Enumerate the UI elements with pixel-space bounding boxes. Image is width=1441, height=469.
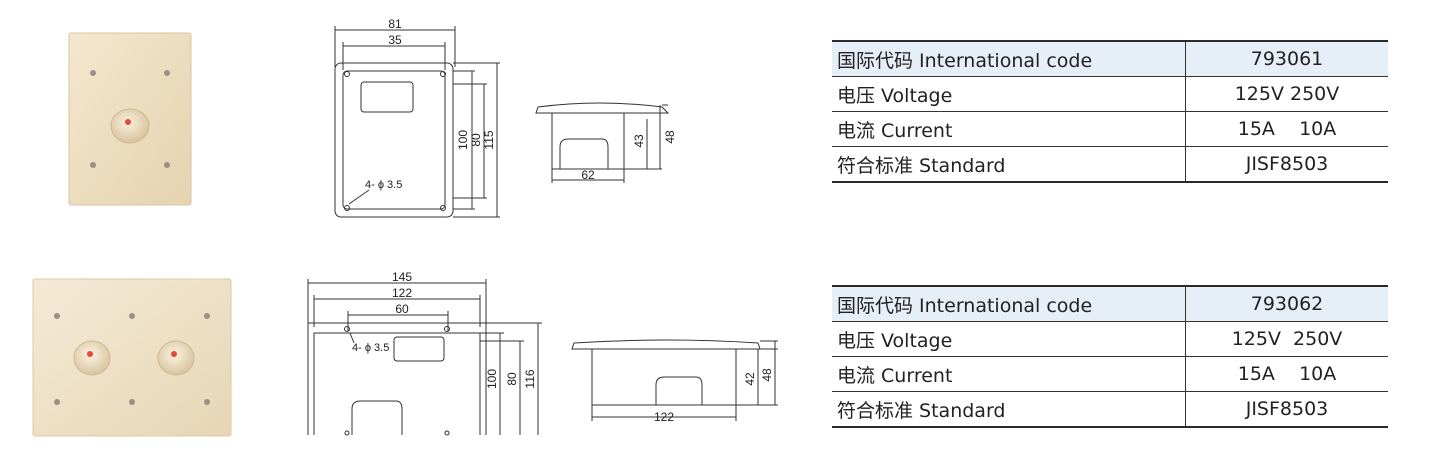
- holes-label: 4- ϕ 3.5: [352, 342, 389, 354]
- spec-label: 符合标准 Standard: [832, 391, 1186, 428]
- spec-value: 793061: [1185, 40, 1388, 77]
- dim-hole-span-label: 60: [395, 302, 409, 316]
- spec-table-793061: 国际代码 International code 793061 电压 Voltag…: [832, 40, 1388, 183]
- spec-row: 电流 Current 15A 10A: [832, 111, 1388, 147]
- spec-row: 国际代码 International code 793062: [832, 285, 1388, 322]
- spec-label: 电流 Current: [832, 356, 1186, 392]
- front-dimension-drawing-2: 145 122 60 100 80 116 4- ϕ 3.5: [307, 270, 542, 436]
- spec-label: 符合标准 Standard: [832, 146, 1186, 183]
- side-dimension-drawing-1: 62 43 48: [535, 102, 677, 183]
- front-dimension-drawing-1: 81 35 100 80 115 4- ϕ 3.5: [334, 17, 500, 218]
- spec-row: 国际代码 International code 793061: [832, 40, 1388, 77]
- spec-row: 电压 Voltage 125V 250V: [832, 76, 1388, 112]
- holes-label: 4- ϕ 3.5: [365, 179, 402, 191]
- spec-value: 15A 10A: [1185, 111, 1388, 147]
- side-height-total-label: 48: [663, 130, 677, 144]
- dim-height-outer-label: 115: [482, 130, 496, 149]
- dim-height-inner-label: 80: [505, 372, 519, 386]
- spec-row: 符合标准 Standard JISF8503: [832, 146, 1388, 183]
- spec-row: 符合标准 Standard JISF8503: [832, 391, 1388, 428]
- spec-value: JISF8503: [1185, 391, 1388, 428]
- dim-height-outer-label: 116: [523, 369, 537, 388]
- side-dimension-drawing-2: 122 42 48: [571, 339, 778, 424]
- dim-width-label: 81: [388, 17, 402, 31]
- dim-height-mid-label: 100: [456, 130, 470, 150]
- spec-label: 电流 Current: [832, 111, 1186, 147]
- side-width-label: 122: [654, 410, 674, 424]
- spec-value: JISF8503: [1185, 146, 1388, 183]
- product-photo-single: [68, 32, 192, 206]
- spec-value: 125V 250V: [1185, 76, 1388, 112]
- product-photo-double: [32, 278, 232, 437]
- spec-value: 15A 10A: [1185, 356, 1388, 392]
- dim-height-mid-label: 100: [485, 369, 499, 389]
- spec-row: 电流 Current 15A 10A: [832, 356, 1388, 392]
- spec-label: 国际代码 International code: [832, 40, 1186, 77]
- dim-height-inner-label: 80: [469, 133, 483, 147]
- spec-value: 125V 250V: [1185, 321, 1388, 357]
- spec-label: 国际代码 International code: [832, 285, 1186, 322]
- dim-inner-width-label: 122: [392, 286, 412, 300]
- side-height-total-label: 48: [760, 368, 774, 382]
- dim-width-label: 145: [392, 270, 412, 284]
- side-height-label: 43: [632, 134, 646, 148]
- side-height-label: 42: [743, 372, 757, 386]
- spec-label: 电压 Voltage: [832, 76, 1186, 112]
- spec-row: 电压 Voltage 125V 250V: [832, 321, 1388, 357]
- spec-value: 793062: [1185, 285, 1388, 322]
- side-width-label: 62: [581, 168, 595, 182]
- spec-label: 电压 Voltage: [832, 321, 1186, 357]
- dim-inner-width-label: 35: [388, 33, 402, 47]
- spec-table-793062: 国际代码 International code 793062 电压 Voltag…: [832, 285, 1388, 428]
